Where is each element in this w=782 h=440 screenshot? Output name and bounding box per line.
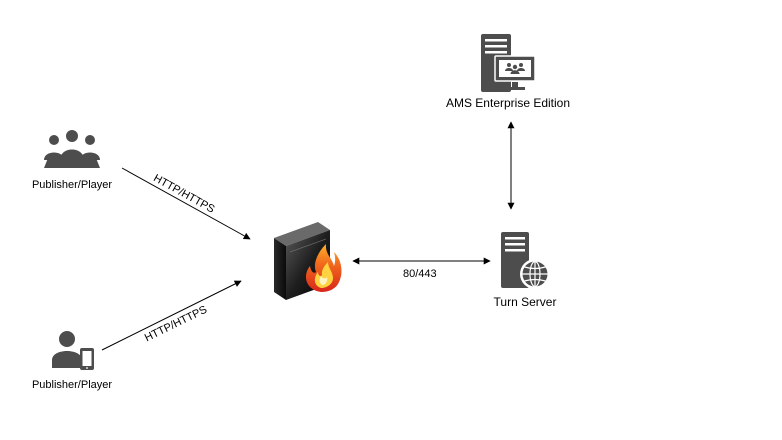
user-group-icon	[44, 130, 100, 168]
mobile-user-label: Publisher/Player	[31, 379, 113, 391]
group-users-label: Publisher/Player	[31, 179, 113, 191]
firewall-icon	[274, 222, 342, 300]
server-globe-icon	[501, 232, 550, 289]
server-monitor-icon	[481, 34, 536, 92]
turn-server-label: Turn Server	[493, 295, 557, 309]
ams-label: AMS Enterprise Edition	[445, 96, 571, 110]
edge-mobile-to-firewall	[101, 280, 242, 351]
edge-group-to-firewall	[121, 167, 251, 240]
edge-label-firewall-turn: 80/443	[403, 268, 437, 280]
user-mobile-icon	[52, 331, 94, 370]
